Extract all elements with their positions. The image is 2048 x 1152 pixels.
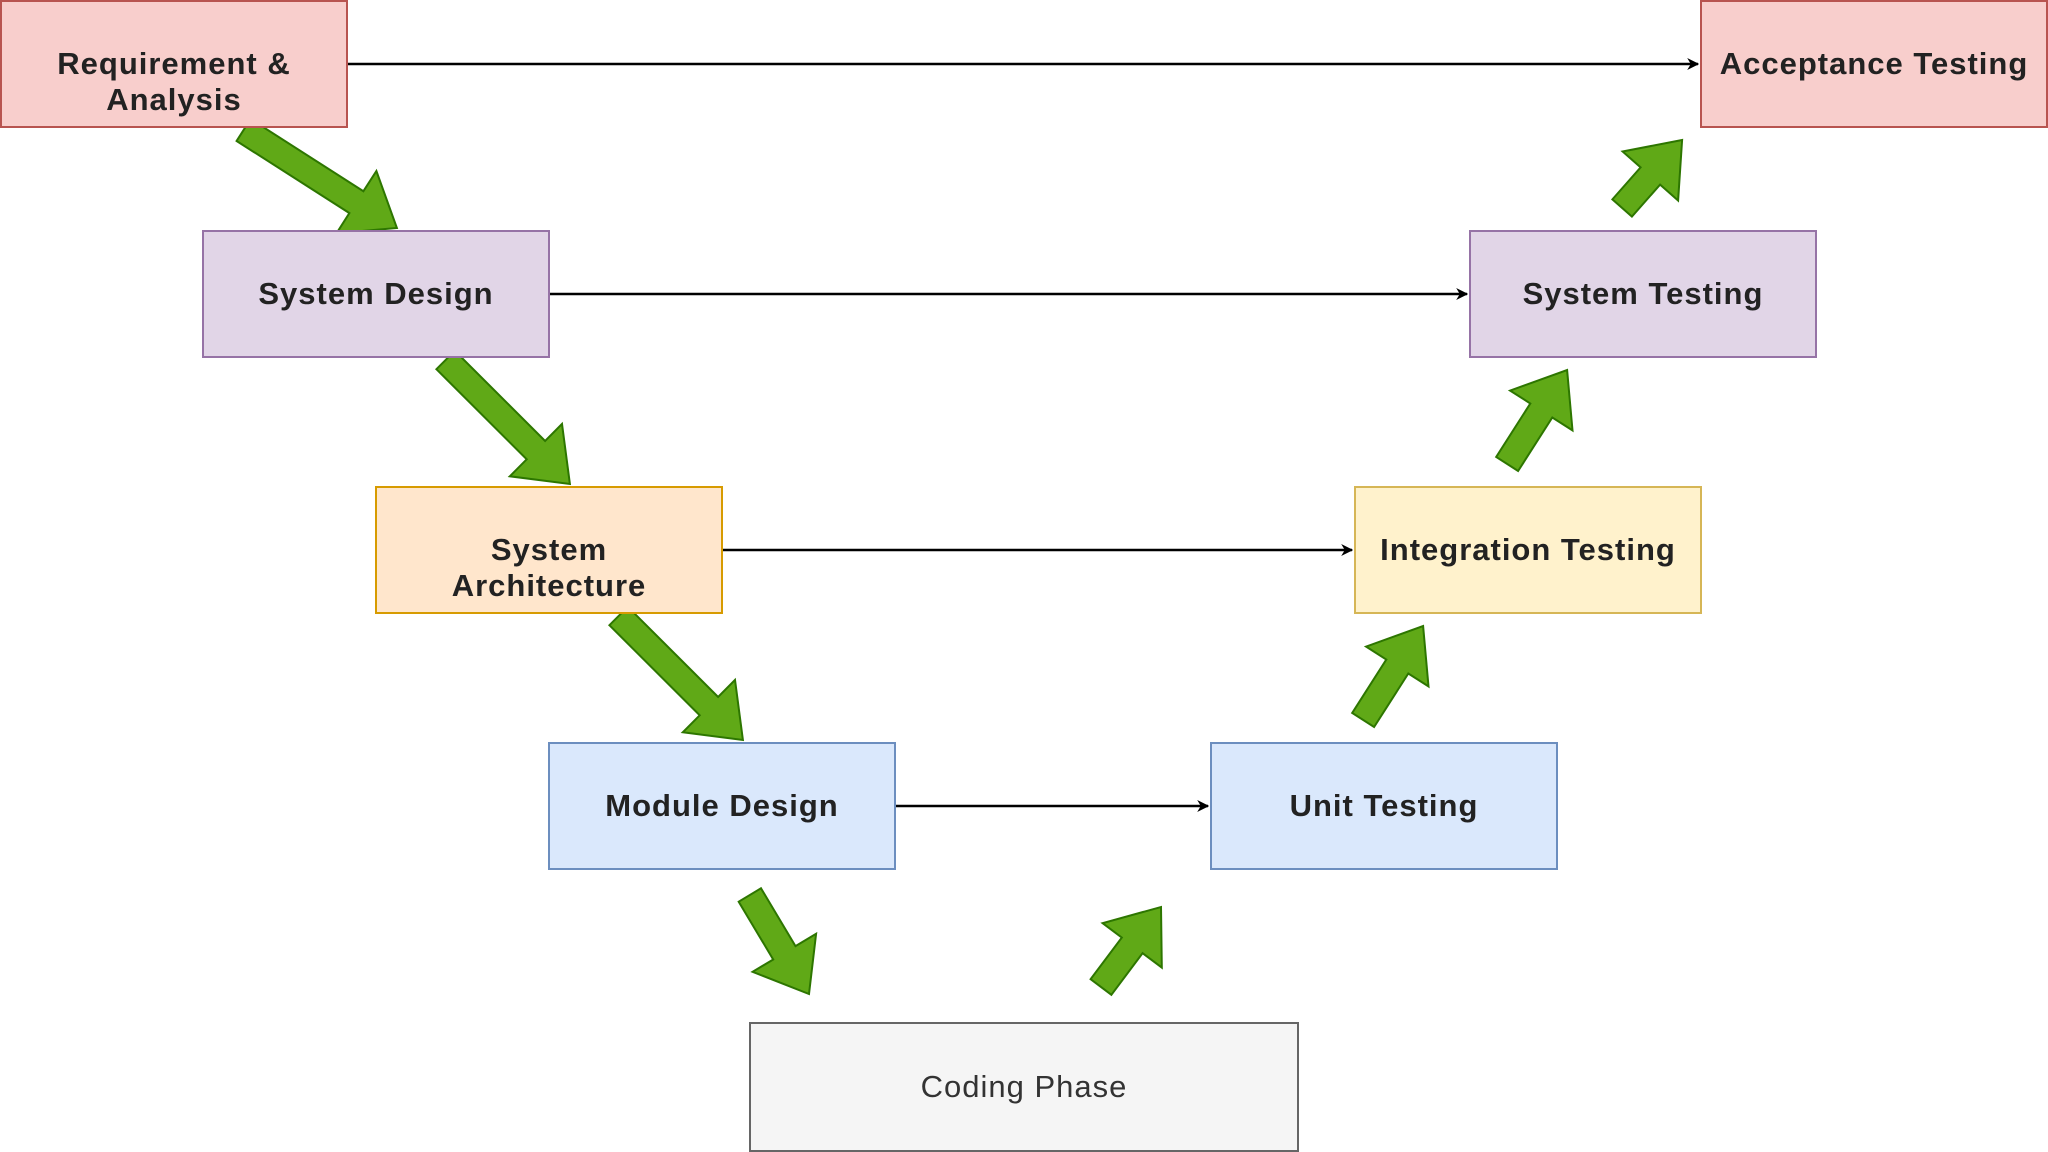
- system-design-box: System Design: [202, 230, 550, 358]
- flow-arrow-sysarch-to-module: [607, 605, 745, 742]
- system-testing-box: System Testing: [1469, 230, 1817, 358]
- flow-arrow-unit-to-integ: [1350, 624, 1430, 729]
- acceptance-testing-box: Acceptance Testing: [1700, 0, 2048, 128]
- requirement-analysis-label: Requirement &Analysis: [57, 46, 291, 117]
- integration-testing-label: Integration Testing: [1380, 532, 1676, 567]
- acceptance-testing-label: Acceptance Testing: [1719, 46, 2029, 81]
- unit-testing-box: Unit Testing: [1210, 742, 1558, 870]
- system-testing-label: System Testing: [1522, 276, 1764, 311]
- unit-testing-label: Unit Testing: [1289, 788, 1479, 823]
- flow-arrow-layer: [235, 117, 1684, 997]
- connector-layer: [348, 58, 1700, 812]
- module-design-box: Module Design: [548, 742, 896, 870]
- coding-phase-box: Coding Phase: [749, 1022, 1299, 1152]
- flow-arrow-sysdesign-to-sysarch: [434, 349, 572, 486]
- system-design-label: System Design: [258, 276, 494, 311]
- requirement-analysis-box: Requirement &Analysis: [0, 0, 348, 128]
- flow-arrow-module-to-coding: [737, 886, 818, 996]
- flow-arrow-req-to-sysdesign: [235, 117, 399, 235]
- flow-arrow-coding-to-unit: [1089, 905, 1163, 997]
- flow-arrow-systest-to-accept: [1610, 138, 1684, 219]
- module-design-label: Module Design: [605, 788, 839, 823]
- coding-phase-label: Coding Phase: [920, 1069, 1128, 1104]
- integration-testing-box: Integration Testing: [1354, 486, 1702, 614]
- flow-arrow-integ-to-systest: [1494, 368, 1574, 473]
